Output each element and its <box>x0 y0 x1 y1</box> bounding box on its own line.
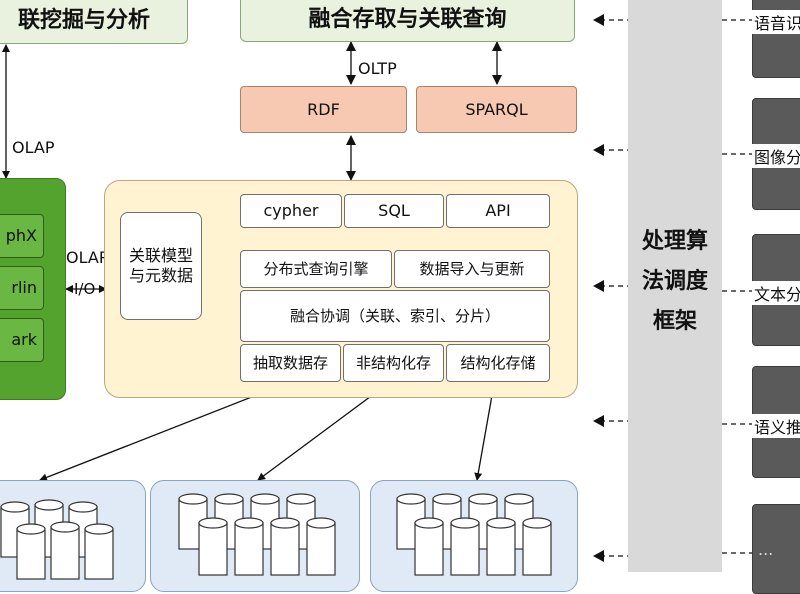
access-query-title-box: 融合存取与关联查询 <box>240 0 575 42</box>
structured-store-label: 结构化存储 <box>460 353 536 372</box>
framework-line-2: 法调度 <box>641 269 708 294</box>
extract-store-label: 抽取数据存 <box>252 353 328 372</box>
sparql-box: SPARQL <box>416 86 577 133</box>
analysis-item-3: ark <box>0 318 44 362</box>
database-cylinders-icon <box>0 499 114 580</box>
cypher-label: cypher <box>263 201 319 220</box>
data-import-label: 数据导入与更新 <box>419 259 525 278</box>
rdf-box: RDF <box>240 86 407 133</box>
rdf-label: RDF <box>307 99 340 119</box>
api-box: API <box>446 194 550 228</box>
scheduling-framework-panel <box>628 0 722 572</box>
framework-line-1: 处理算 <box>641 229 708 254</box>
distributed-query-box: 分布式查询引擎 <box>240 250 392 288</box>
processor-label-1: 语音识 <box>752 10 800 34</box>
access-query-title: 融合存取与关联查询 <box>308 7 507 33</box>
extract-store-box: 抽取数据存 <box>240 344 341 382</box>
sql-box: SQL <box>344 194 444 228</box>
database-cylinders-icon <box>178 493 336 576</box>
analysis-item-2-label: rlin <box>11 278 37 297</box>
processor-label-3: 文本分 <box>752 281 800 305</box>
unstructured-store-label: 非结构化存 <box>355 353 431 372</box>
structured-store-box: 结构化存储 <box>446 344 550 382</box>
sparql-label: SPARQL <box>465 99 528 119</box>
analysis-title-box: 联挖掘与分析 <box>0 0 188 44</box>
fusion-coordination-label: 融合协调（关联、索引、分片） <box>289 306 500 325</box>
analysis-item-2: rlin <box>0 266 44 310</box>
framework-line-3: 框架 <box>652 309 697 334</box>
database-cylinders-icon <box>396 493 552 576</box>
oltp-label: OLTP <box>358 59 397 78</box>
storage-cluster-2 <box>150 480 360 592</box>
distributed-query-label: 分布式查询引擎 <box>263 259 369 278</box>
storage-cluster-3 <box>370 480 578 592</box>
io-label: I/O <box>74 280 96 298</box>
api-label: API <box>485 201 511 220</box>
fusion-coordination-box: 融合协调（关联、索引、分片） <box>240 290 550 342</box>
storage-cluster-1 <box>0 480 146 592</box>
scheduling-framework-title: 处理算 法调度 框架 <box>628 222 722 342</box>
olap-mid-label: OLAP <box>66 248 109 267</box>
relation-model-label: 关联模型与元数据 <box>128 246 193 285</box>
processor-label-4: 语义推 <box>752 414 800 438</box>
unstructured-store-box: 非结构化存 <box>343 344 444 382</box>
connector-lines <box>2 14 752 562</box>
analysis-title: 联挖掘与分析 <box>17 8 150 34</box>
relation-model-box: 关联模型与元数据 <box>120 212 202 320</box>
processor-label-5: ... <box>758 540 774 559</box>
analysis-item-3-label: ark <box>11 330 37 349</box>
olap-left-label: OLAP <box>12 138 55 157</box>
data-import-box: 数据导入与更新 <box>394 250 550 288</box>
cypher-box: cypher <box>240 194 342 228</box>
analysis-item-1: phX <box>0 214 44 258</box>
sql-label: SQL <box>378 201 410 220</box>
analysis-item-1-label: phX <box>5 226 37 245</box>
processor-label-2: 图像分 <box>752 144 800 168</box>
